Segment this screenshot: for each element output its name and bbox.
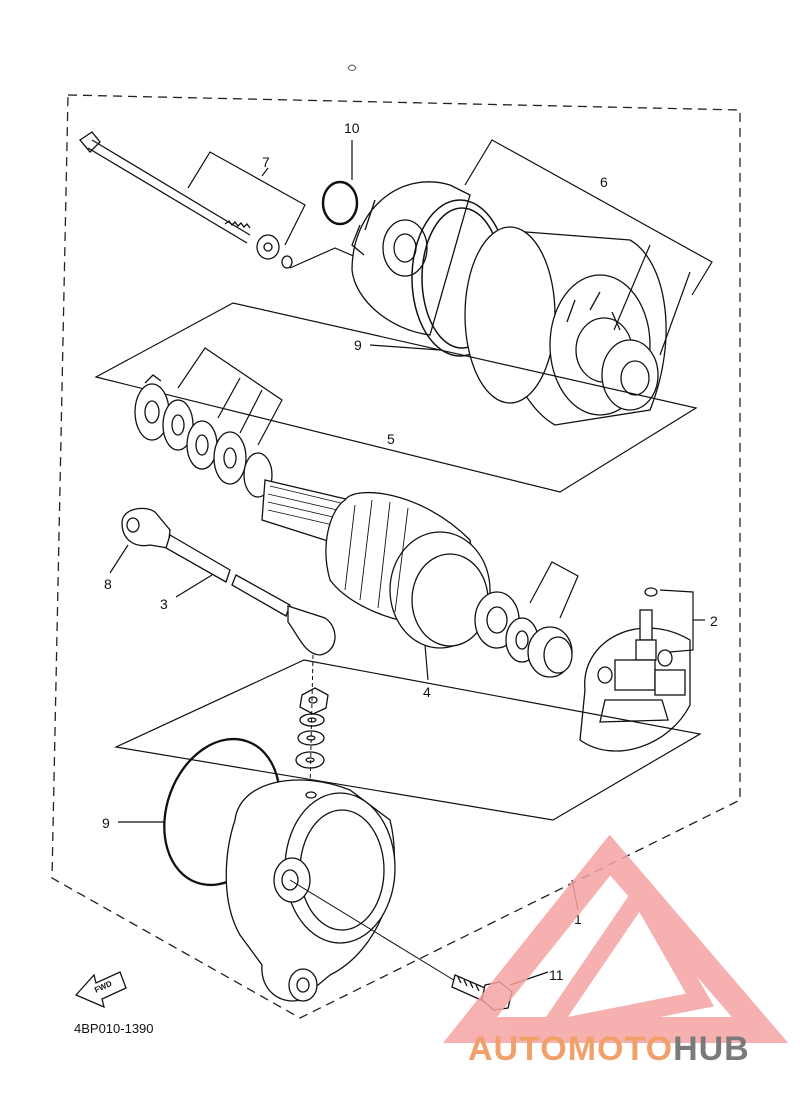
callout-8: 8 <box>104 576 112 592</box>
callout-11: 11 <box>549 967 564 983</box>
leader-10 <box>289 247 359 269</box>
callout-6: 6 <box>600 174 608 190</box>
callout-bracket-6 <box>464 139 713 296</box>
callout-line-9a <box>369 344 441 351</box>
assembly-boundary <box>51 94 741 1019</box>
armature-end-washers <box>505 617 573 678</box>
rear-cover-plane <box>113 659 702 821</box>
brush-o-ring <box>644 587 658 597</box>
callout-bracket-4 <box>529 561 579 619</box>
watermark-text: AUTOMOTOHUB <box>468 1030 750 1068</box>
callout-5: 5 <box>387 431 395 447</box>
callout-line-3 <box>175 574 213 598</box>
callout-1: 1 <box>574 911 582 927</box>
bolt-axis <box>289 879 471 991</box>
callout-2: 2 <box>710 613 718 629</box>
watermark-part2: HUB <box>673 1030 750 1068</box>
scan-mark <box>347 64 357 71</box>
callout-7: 7 <box>262 154 270 170</box>
through-bolt <box>79 131 251 244</box>
armature-plane <box>94 302 698 493</box>
callout-line-4 <box>424 644 429 681</box>
callout-10: 10 <box>344 120 360 136</box>
rear-cover <box>225 779 396 1002</box>
callout-bracket-5 <box>177 347 283 446</box>
callout-4: 4 <box>423 684 431 700</box>
callout-line-6b <box>659 271 691 356</box>
watermark-part1: AUTOMOTO <box>468 1030 673 1068</box>
fwd-arrow-icon: FWD <box>74 971 127 1009</box>
callout-line-5 <box>217 377 241 419</box>
callout-bracket-2 <box>659 589 694 653</box>
callout-line-5b <box>239 389 263 434</box>
callout-9a: 9 <box>354 337 362 353</box>
callout-line-6 <box>613 244 651 331</box>
front-cover <box>351 181 471 336</box>
diagram-code: 4BP010-1390 <box>74 1021 154 1036</box>
o-ring-10 <box>321 180 359 226</box>
lead-wire <box>121 507 336 656</box>
callout-9b: 9 <box>102 815 110 831</box>
stack-axis <box>309 654 314 791</box>
callout-bracket-7 <box>187 151 306 246</box>
callout-line-7 <box>261 167 269 177</box>
callout-line-8 <box>109 544 129 574</box>
thrust-washers <box>134 374 273 498</box>
yoke-housing <box>464 226 667 426</box>
automotohub-logo <box>442 834 789 1044</box>
bolt-washer <box>256 234 293 269</box>
brush-holder <box>579 609 691 752</box>
callout-3: 3 <box>160 596 168 612</box>
